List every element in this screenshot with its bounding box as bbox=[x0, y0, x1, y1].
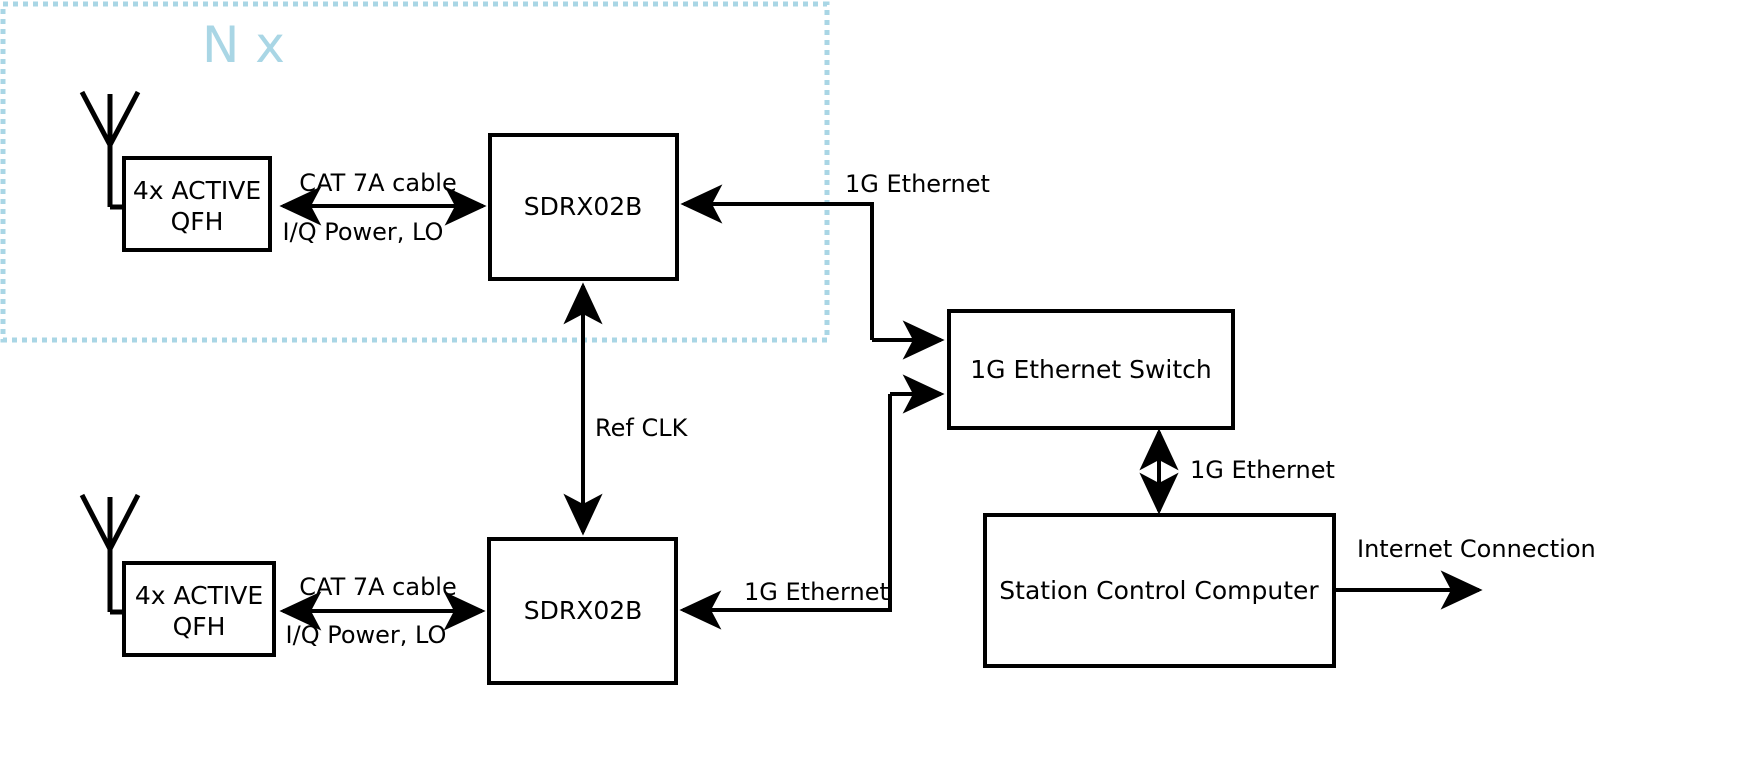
block-station-control-computer[interactable] bbox=[983, 513, 1336, 668]
group-label: N x bbox=[202, 16, 285, 74]
block-qfh-top[interactable] bbox=[122, 156, 272, 252]
wire-eth-bottom bbox=[679, 394, 892, 630]
block-sdr-top-label: SDRX02B bbox=[524, 192, 643, 221]
block-sdr-bottom[interactable] bbox=[487, 537, 678, 685]
edge-label-eth-bottom: 1G Ethernet bbox=[744, 578, 889, 606]
edge-label-cat7a-top: CAT 7A cable bbox=[299, 169, 457, 197]
block-ethernet-switch-label: 1G Ethernet Switch bbox=[970, 355, 1212, 384]
edge-label-eth-switch-computer: 1G Ethernet bbox=[1190, 456, 1335, 484]
block-qfh-bottom-label-line2: QFH bbox=[173, 612, 226, 641]
block-sdr-top[interactable] bbox=[488, 133, 679, 281]
block-qfh-bottom[interactable] bbox=[122, 561, 276, 657]
block-qfh-bottom-label-line1: 4x ACTIVE bbox=[135, 581, 263, 610]
edge-label-eth-top: 1G Ethernet bbox=[845, 170, 990, 198]
edge-label-internet-connection: Internet Connection bbox=[1357, 535, 1596, 563]
edge-label-ref-clk: Ref CLK bbox=[595, 414, 689, 442]
wire-eth-top bbox=[680, 184, 874, 340]
edge-label-iq-power-lo-top: I/Q Power, LO bbox=[283, 218, 444, 246]
antenna-icon-bottom bbox=[79, 493, 141, 615]
block-ethernet-switch[interactable] bbox=[947, 309, 1235, 430]
edge-label-cat7a-bottom: CAT 7A cable bbox=[299, 573, 457, 601]
block-sdr-bottom-label: SDRX02B bbox=[524, 596, 643, 625]
block-station-control-computer-label: Station Control Computer bbox=[999, 576, 1319, 605]
block-qfh-top-label-line1: 4x ACTIVE bbox=[133, 176, 261, 205]
replication-group-box bbox=[0, 1, 830, 343]
edge-label-iq-power-lo-bottom: I/Q Power, LO bbox=[286, 621, 447, 649]
block-qfh-top-label-line2: QFH bbox=[171, 207, 224, 236]
